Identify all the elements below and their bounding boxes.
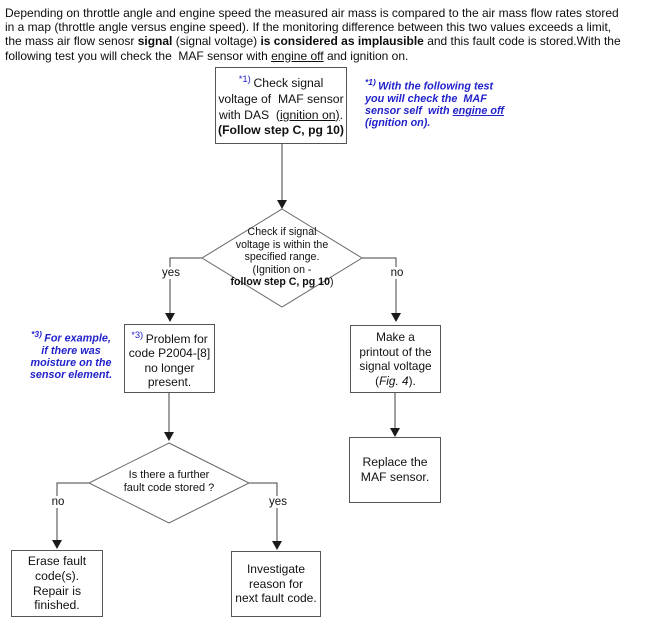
connector-decision1-yes — [169, 257, 202, 314]
branch-label-no-1: no — [384, 267, 410, 279]
intro-paragraph: Depending on throttle angle and engine s… — [5, 6, 621, 63]
connector-decision2-yes — [249, 482, 278, 542]
arrowhead-into-decision1 — [277, 200, 287, 209]
arrowhead-into-printout-box — [391, 313, 401, 322]
arrowhead-into-erase-box — [52, 540, 62, 549]
arrowhead-into-decision2 — [164, 432, 174, 441]
arrowhead-into-replace-box — [390, 428, 400, 437]
branch-label-no-2: no — [44, 496, 72, 508]
arrowhead-into-problem-box — [165, 313, 175, 322]
connector-decision2-no — [56, 482, 89, 541]
decision1-diamond — [201, 208, 363, 308]
branch-label-yes-1: yes — [156, 267, 186, 279]
branch-label-yes-2: yes — [262, 496, 294, 508]
arrowhead-into-investigate-box — [272, 541, 282, 550]
connector-decision1-no — [362, 257, 397, 314]
decision2-diamond — [87, 442, 251, 524]
